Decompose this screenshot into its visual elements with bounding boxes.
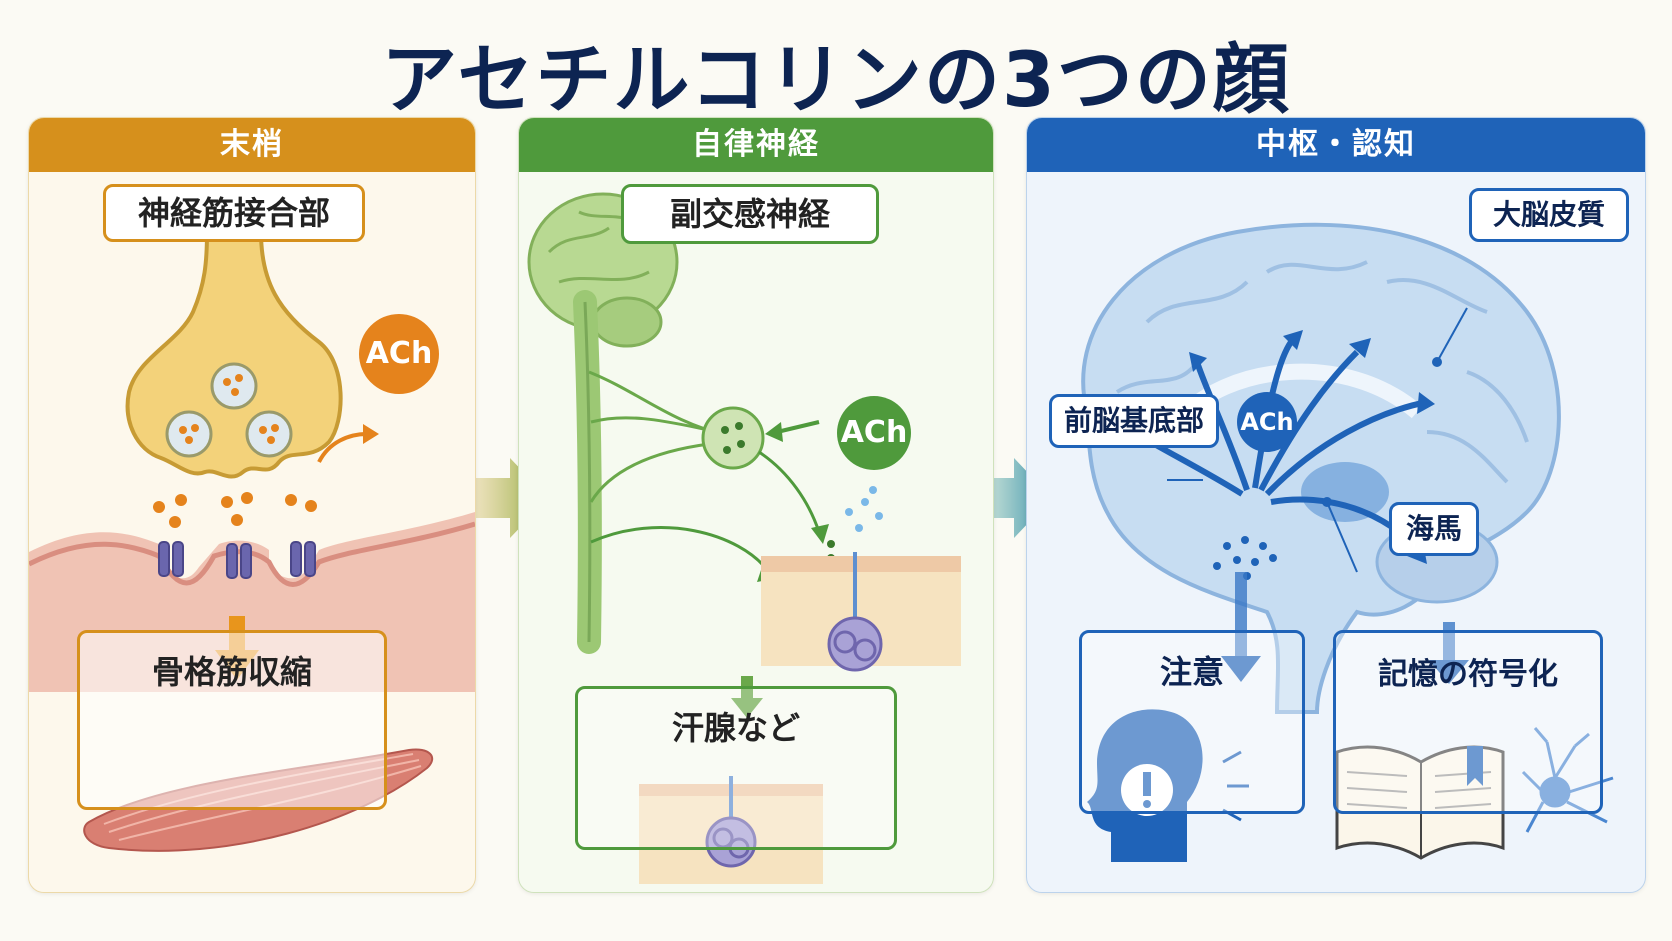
label-skeletal-muscle-contraction: 骨格筋収縮 xyxy=(77,630,387,810)
ganglion-icon xyxy=(701,406,765,470)
ach-bubble-autonomic: ACh xyxy=(837,396,911,470)
label-neuromuscular-junction: 神経筋接合部 xyxy=(103,184,365,242)
sweat-gland-illustration xyxy=(761,552,961,672)
receptor-icon xyxy=(158,541,316,579)
head-alert-icon xyxy=(1087,709,1249,862)
label-cerebral-cortex: 大脳皮質 xyxy=(1469,188,1629,242)
page-title: アセチルコリンの3つの顔 xyxy=(381,35,1291,124)
brain-icon xyxy=(1081,222,1614,862)
book-icon xyxy=(1335,745,1505,860)
panel-header-central: 中枢・認知 xyxy=(1027,118,1645,172)
ach-bubble-peripheral: ACh xyxy=(359,314,439,394)
panel-peripheral: 末梢 xyxy=(28,117,476,893)
panel-central: 中枢・認知 xyxy=(1026,117,1646,893)
label-sweat-glands: 汗腺など xyxy=(575,686,897,850)
panel-header-autonomic: 自律神経 xyxy=(519,118,993,172)
label-hippocampus: 海馬 xyxy=(1389,502,1479,556)
label-memory-encoding: 記憶の符号化 xyxy=(1333,630,1603,814)
ach-bubble-central: ACh xyxy=(1237,392,1297,452)
label-parasympathetic: 副交感神経 xyxy=(621,184,879,244)
panel-autonomic: 自律神経 xyxy=(518,117,994,893)
label-attention: 注意 xyxy=(1079,630,1305,814)
label-basal-forebrain: 前脳基底部 xyxy=(1049,394,1219,448)
panel-header-peripheral: 末梢 xyxy=(29,118,475,172)
